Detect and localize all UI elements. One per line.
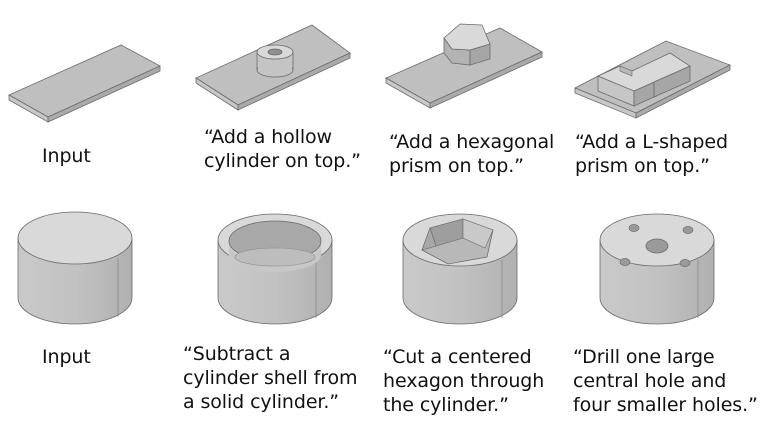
caption-plate-hexagonal-prism: “Add a hexagonal prism on top.” (389, 131, 555, 177)
caption-drill-holes: “Drill one large central hole and four s… (573, 346, 758, 416)
caption-cylinder-input: Input (42, 346, 91, 368)
caption-plate-hollow-cylinder: “Add a hollow cylinder on top.” (204, 126, 361, 172)
caption-cylinder-shell: “Subtract a cylinder shell from a solid … (183, 343, 358, 413)
caption-hexagon-cut: “Cut a centered hexagon through the cyli… (383, 346, 545, 416)
flat-plate-icon (8, 44, 161, 123)
caption-plate-l-shaped-prism: “Add a L-shaped prism on top.” (575, 131, 728, 177)
caption-plate-input: Input (42, 145, 91, 167)
